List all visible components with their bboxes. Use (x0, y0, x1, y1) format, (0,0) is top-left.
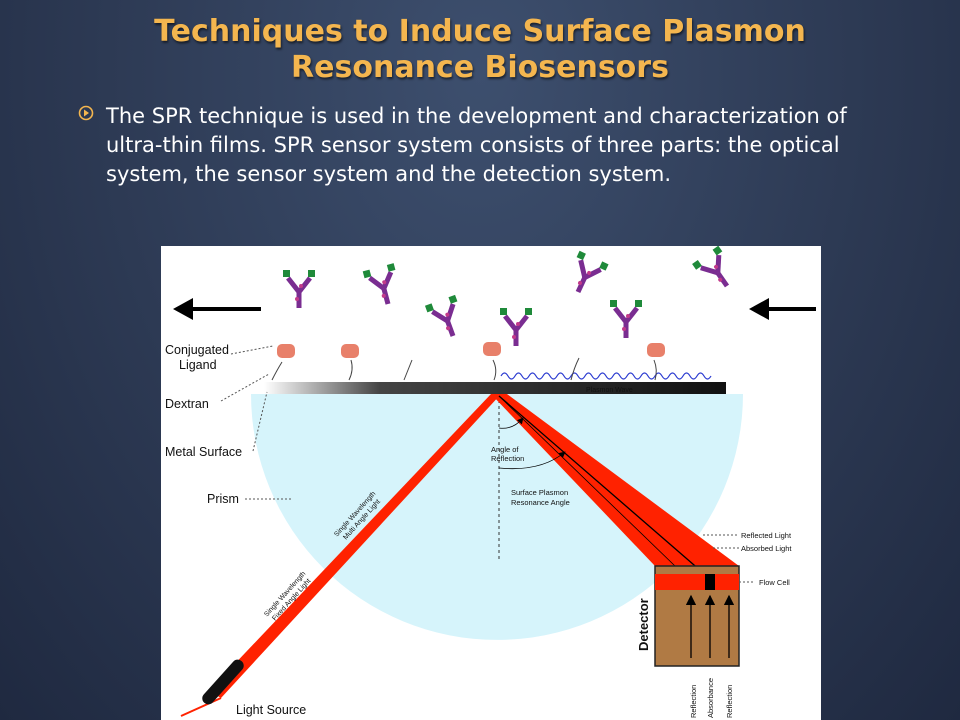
absorbed-line (498, 395, 710, 579)
spr-diagram: Conjugated Ligand Dextran Metal Surface … (161, 246, 821, 720)
absorbance-mark (705, 574, 715, 590)
label-prism: Prism (207, 492, 239, 506)
label-detector: Detector (636, 598, 651, 651)
slide-title-line-1: Techniques to Induce Surface Plasmon (154, 14, 806, 49)
label-light-source: Light Source (236, 703, 306, 717)
label-conjugated-ligand-2: Ligand (179, 358, 217, 372)
slide-title: Techniques to Induce Surface Plasmon Res… (0, 14, 960, 86)
spr-angle-arc (498, 451, 566, 469)
label-reflected-light: Reflected Light (741, 531, 792, 540)
label-spr-angle-1: Surface Plasmon (511, 488, 568, 497)
angle-reflection-arc (498, 417, 524, 429)
bullet-text: The SPR technique is used in the develop… (106, 104, 847, 186)
metal-surface (264, 382, 726, 394)
reflected-beam (491, 394, 739, 566)
flow-arrow-right-head (749, 298, 769, 320)
leader-line (230, 345, 274, 355)
antibody (692, 246, 740, 295)
light-source (202, 659, 244, 705)
label-metal-surface: Metal Surface (165, 445, 242, 459)
incident-beam-fixed (180, 697, 222, 717)
label-plasmon-wave: Plasmon Wave (586, 387, 633, 394)
spr-diagram-svg: Conjugated Ligand Dextran Metal Surface … (165, 246, 816, 718)
label-angle-of-reflection-2: Reflection (491, 454, 524, 463)
reflected-line (498, 395, 676, 567)
antibody (563, 251, 608, 299)
antibody (283, 270, 315, 308)
incident-beam-multi (209, 394, 501, 698)
label-conjugated-ligand-1: Conjugated (165, 343, 229, 357)
label-reflection-right: Reflection (725, 685, 734, 718)
label-absorbed-light: Absorbed Light (741, 544, 792, 553)
prism (251, 394, 743, 640)
antibody (500, 308, 532, 346)
label-spr-angle-2: Resonance Angle (511, 498, 570, 507)
plasmon-wave (500, 372, 712, 380)
flow-cell (655, 574, 739, 590)
antibody (363, 263, 404, 308)
flow-arrow-left-head (173, 298, 193, 320)
bullet-icon (78, 105, 94, 121)
label-absorbance: Absorbance (706, 678, 715, 718)
label-angle-of-reflection-1: Angle of (491, 445, 519, 454)
leader-line (220, 373, 270, 402)
conjugated-ligands (271, 342, 665, 381)
label-reflection-left: Reflection (689, 685, 698, 718)
label-flow-cell: Flow Cell (759, 578, 790, 587)
antibody (425, 295, 468, 342)
slide-title-line-2: Resonance Biosensors (291, 50, 669, 85)
label-dextran: Dextran (165, 397, 209, 411)
antibody (610, 300, 642, 338)
